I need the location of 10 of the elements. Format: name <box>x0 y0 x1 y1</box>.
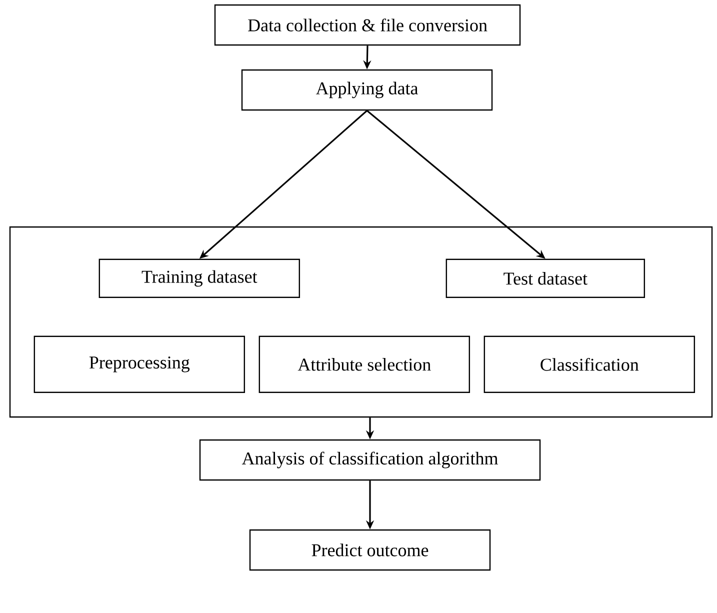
process-box: Test dataset <box>446 258 645 298</box>
process-box: Analysis of classification algorithm <box>199 439 541 481</box>
process-box: Classification <box>484 336 695 393</box>
process-box: Predict outcome <box>249 529 491 571</box>
process-box: Training dataset <box>98 258 300 298</box>
process-box: Applying data <box>241 69 493 111</box>
process-box: Data collection & file conversion <box>214 4 521 46</box>
container-box <box>9 226 713 418</box>
process-box: Attribute selection <box>258 336 470 393</box>
process-box: Preprocessing <box>34 336 245 393</box>
